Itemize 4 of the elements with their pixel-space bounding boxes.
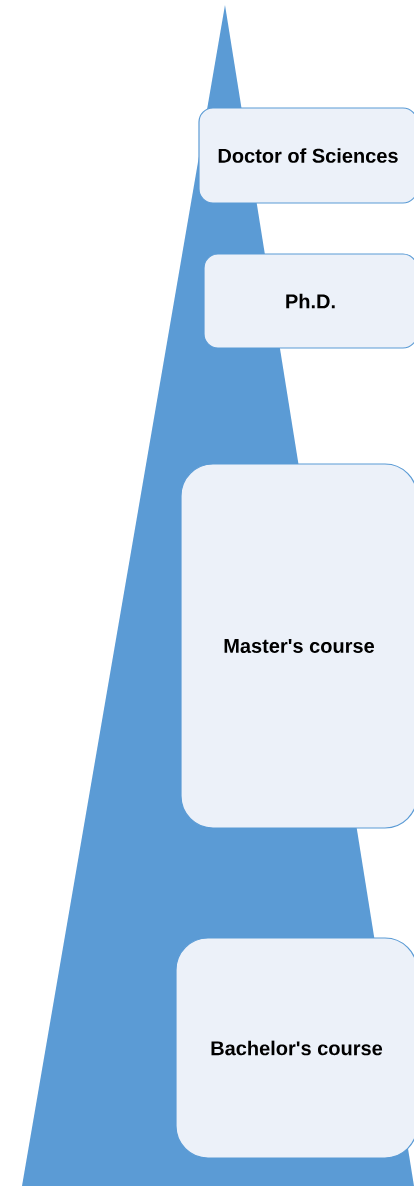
level-box: Ph.D. xyxy=(203,253,414,349)
level-box: Master's course xyxy=(180,463,414,829)
level-box: Bachelor's course xyxy=(175,937,414,1159)
level-box: Doctor of Sciences xyxy=(198,107,414,204)
